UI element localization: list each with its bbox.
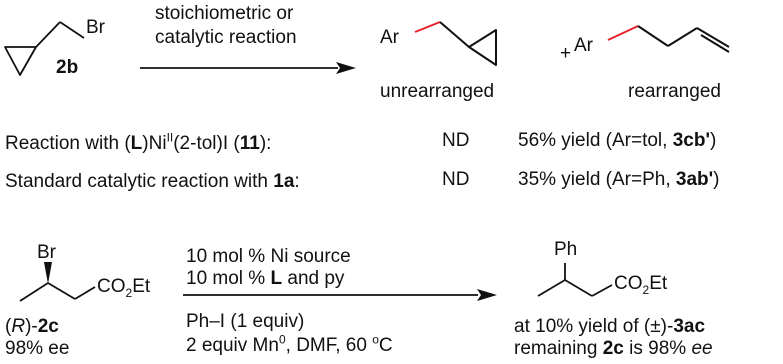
label-unrearranged: unrearranged (380, 81, 495, 102)
row-1-unrearranged-result: ND (442, 130, 470, 151)
ar-ch2-bond (607, 25, 639, 41)
bottom-reaction-arrow (183, 289, 497, 301)
result-line-1: at 10% yield of (±)-3ac (514, 316, 706, 337)
row-2-description: Standard catalytic reaction with 1a: (5, 171, 300, 192)
cyclopropane-ring (468, 29, 497, 66)
row-2-rearranged-result: 35% yield (Ar=Ph, 3ab') (518, 169, 720, 190)
bottom-condition-below-1: Ph–I (1 equiv) (186, 311, 305, 332)
result-line-2: remaining 2c is 98% ee (514, 338, 713, 359)
c-br-bond (59, 21, 85, 39)
product-3ac-structure (537, 263, 613, 297)
stereo-wedge (44, 262, 52, 284)
reactant-2b-id: 2b (56, 57, 79, 78)
reactant-2c-label: (R)-2c (5, 316, 59, 337)
row-1-rearranged-result: 56% yield (Ar=tol, 3cb') (518, 130, 717, 151)
product-3ac-ph: Ph (554, 239, 578, 260)
bottom-condition-above-1: 10 mol % Ni source (186, 246, 351, 267)
top-condition-line-1: stoichiometric or (155, 3, 294, 24)
product-unrearranged-structure (414, 21, 497, 66)
product-rearranged-ar: Ar (574, 35, 593, 56)
ch2-bond (35, 21, 61, 48)
bottom-condition-above-2: 10 mol % L and py (186, 268, 345, 289)
label-rearranged: rearranged (628, 81, 721, 102)
reactant-2c-ee: 98% ee (5, 338, 70, 359)
row-2-unrearranged-result: ND (442, 169, 470, 190)
plus-sign: + (560, 43, 572, 64)
reactant-2c-br: Br (37, 242, 56, 263)
top-reaction-arrow (140, 62, 356, 74)
product-3ac-ester: CO2Et (614, 273, 668, 297)
product-unrearranged-ar: Ar (380, 27, 399, 48)
product-rearranged-structure (607, 25, 730, 53)
alkene-second-bond (700, 34, 730, 53)
top-condition-line-2: catalytic reaction (155, 27, 297, 48)
cyclopropane-ring (4, 46, 37, 76)
bottom-condition-below-2: 2 equiv Mn0, DMF, 60 oC (186, 332, 393, 356)
reactant-2b-structure (4, 21, 85, 76)
reactant-2b-br: Br (86, 17, 105, 38)
reactant-2c-ester: CO2Et (97, 276, 151, 300)
row-1-description: Reaction with (L)NiII(2-tol)I (11): (5, 130, 272, 154)
reactant-2c-structure (19, 282, 96, 302)
ar-ch2-bond (414, 21, 441, 33)
